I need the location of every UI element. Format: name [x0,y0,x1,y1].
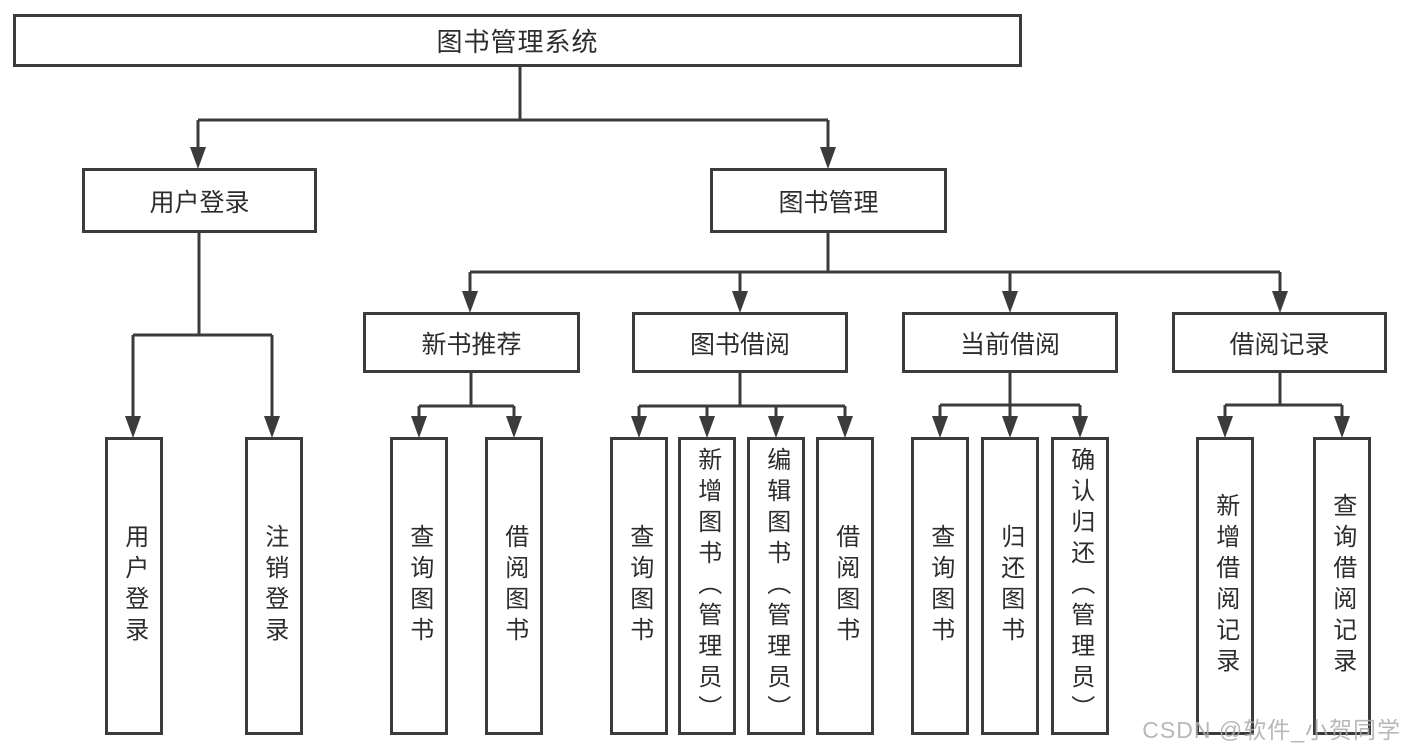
node-book-mgmt: 图书管理 [710,168,947,233]
node-label: 新书推荐 [421,330,522,359]
node-label: 借阅图书 [500,524,528,648]
node-label: 注销登录 [260,524,288,648]
watermark: CSDN @软件_小贺同学 [1142,717,1401,743]
connector-book-borrow-split [637,373,847,418]
node-label: 用户登录 [149,188,250,217]
node-label: 借阅记录 [1229,330,1330,359]
node-book-borrow: 图书借阅 [632,312,848,373]
leaf-user-login: 用户登录 [105,437,163,735]
node-borrow-records: 借阅记录 [1172,312,1387,373]
leaf-rec-borrow-books: 借阅图书 [485,437,543,735]
node-label: 查询借阅记录 [1328,493,1356,679]
node-label: 图书管理 [778,188,879,217]
leaf-bb-add-books-admin: 新增图书（管理员） [678,437,736,735]
node-new-book-rec: 新书推荐 [363,312,580,373]
leaf-br-add-record: 新增借阅记录 [1196,437,1254,735]
leaf-cb-query-books: 查询图书 [911,437,969,735]
node-label: 图书借阅 [689,330,790,359]
connector-user-login-split [131,233,274,419]
connector-borrow-records-split [1223,373,1344,418]
leaf-br-query-record: 查询借阅记录 [1313,437,1371,735]
node-label: 查询图书 [625,524,653,648]
node-label: 编辑图书（管理员） [762,446,790,726]
leaf-bb-query-books: 查询图书 [610,437,668,735]
node-label: 新增借阅记录 [1211,493,1239,679]
leaf-bb-edit-books-admin: 编辑图书（管理员） [747,437,805,735]
node-label: 归还图书 [996,524,1024,648]
leaf-cb-confirm-return-admin: 确认归还（管理员） [1051,437,1109,735]
connector-book-mgmt-split [468,233,1282,292]
connector-current-borrow-split [938,373,1082,418]
leaf-rec-query-books: 查询图书 [390,437,448,735]
node-user-login: 用户登录 [82,168,317,233]
node-current-borrow: 当前借阅 [902,312,1118,373]
connector-root-split [196,67,830,150]
leaf-cb-return-books: 归还图书 [981,437,1039,735]
node-label: 图书管理系统 [436,27,599,57]
arrowheads [125,147,1350,438]
node-label: 查询图书 [405,524,433,648]
node-label: 新增图书（管理员） [693,446,721,726]
connector-new-book-rec-split [417,373,516,418]
node-root: 图书管理系统 [13,14,1022,67]
node-label: 确认归还（管理员） [1066,446,1094,726]
node-label: 当前借阅 [959,330,1060,359]
node-label: 用户登录 [120,524,148,648]
leaf-bb-borrow-books: 借阅图书 [816,437,874,735]
node-label: 借阅图书 [831,524,859,648]
leaf-logout: 注销登录 [245,437,303,735]
node-label: 查询图书 [926,524,954,648]
